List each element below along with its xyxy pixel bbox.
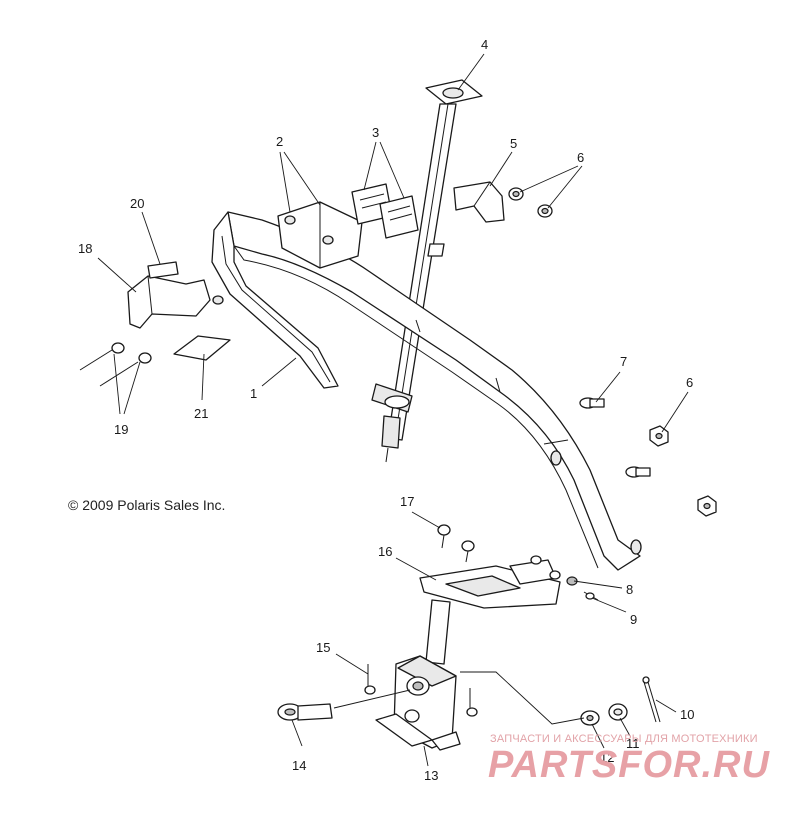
callout-2: 2 (276, 134, 283, 149)
callout-16: 16 (378, 544, 392, 559)
callout-19: 19 (114, 422, 128, 437)
callout-3: 3 (372, 125, 379, 140)
copyright-notice: © 2009 Polaris Sales Inc. (68, 497, 226, 513)
leader-lines (97, 53, 689, 767)
steering-post (371, 79, 483, 463)
hardware-part-8-9 (530, 555, 599, 601)
lower-plate (419, 559, 561, 609)
callout-11: 11 (626, 736, 640, 751)
screws-part-17 (437, 524, 475, 563)
callout-10: 10 (680, 707, 694, 722)
callout-5: 5 (510, 136, 517, 151)
lower-shaft (425, 599, 451, 665)
upper-bracket (453, 181, 505, 223)
shield-plate (127, 261, 224, 329)
rivets (79, 342, 152, 387)
callout-14: 14 (292, 758, 306, 773)
callout-6-lower: 6 (686, 375, 693, 390)
callout-17: 17 (400, 494, 414, 509)
clamp-blocks (351, 183, 419, 239)
callout-7: 7 (620, 354, 627, 369)
callout-12: 12 (600, 750, 614, 765)
callout-1: 1 (250, 386, 257, 401)
castle-nut (608, 703, 628, 721)
washer (580, 710, 600, 726)
bolts-part-7 (579, 397, 651, 478)
callout-13: 13 (424, 768, 438, 783)
watermark-logo: PARTSFOR.RU (488, 744, 770, 786)
steering-frame (211, 211, 642, 571)
nuts-upper (508, 187, 553, 218)
nuts-lower (649, 425, 717, 517)
callout-18: 18 (78, 241, 92, 256)
tie-rod-end (277, 703, 333, 721)
callout-9: 9 (630, 612, 637, 627)
callout-20: 20 (130, 196, 144, 211)
callout-21: 21 (194, 406, 208, 421)
callout-labels: 1 2 3 4 5 6 6 7 8 9 10 11 12 13 14 15 16… (78, 37, 694, 783)
watermark-tagline: ЗАПЧАСТИ И АКСЕССУАРЫ ДЛЯ МОТОТЕХНИКИ (490, 733, 758, 745)
cotter-pin (642, 676, 661, 723)
mount-bracket (277, 201, 363, 269)
callout-6-upper: 6 (577, 150, 584, 165)
callout-4: 4 (481, 37, 488, 52)
callout-15: 15 (316, 640, 330, 655)
screws-part-15 (364, 664, 478, 717)
callout-8: 8 (626, 582, 633, 597)
gearbox-bracket (375, 655, 461, 751)
decal (173, 335, 231, 361)
